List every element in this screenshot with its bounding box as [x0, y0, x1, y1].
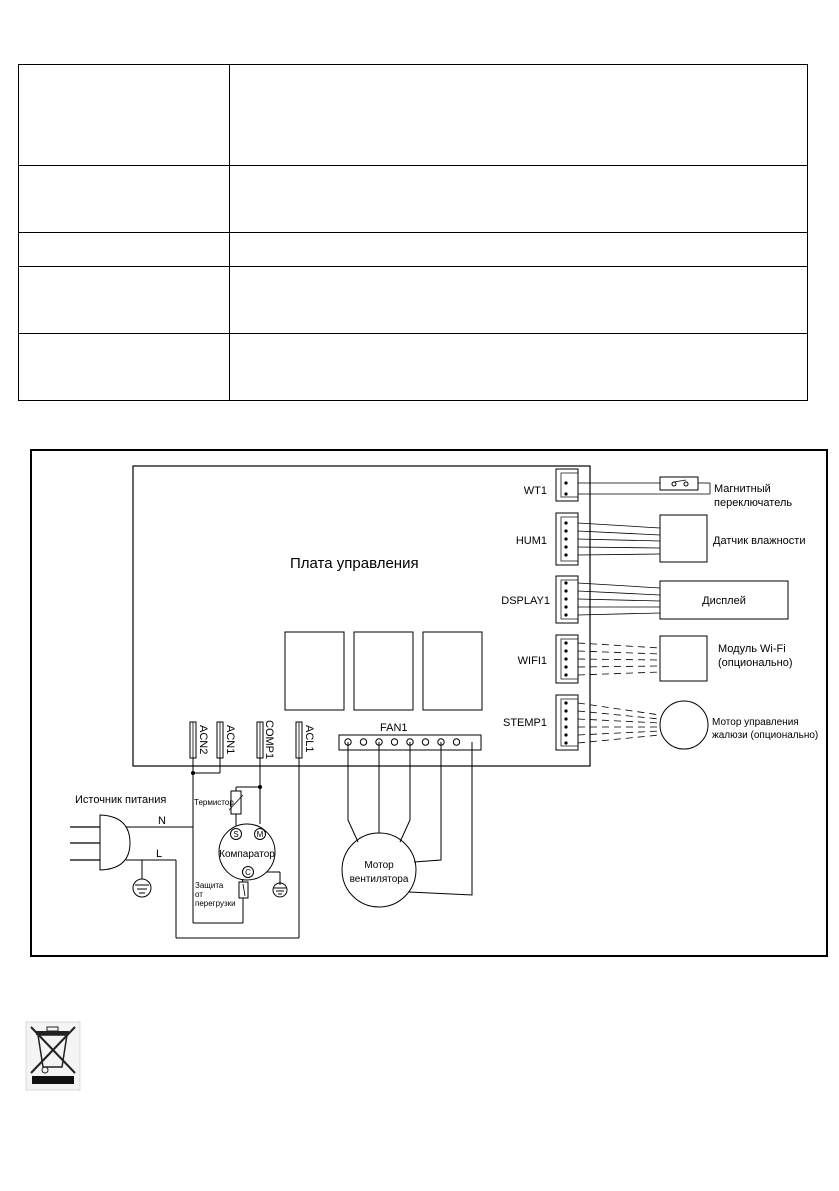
connector-pin — [564, 657, 568, 661]
table-cell — [18, 333, 230, 401]
connector-pin — [564, 613, 568, 617]
humidity-sensor-label: Датчик влажности — [713, 535, 805, 547]
connector-label-comp1: COMP1 — [263, 720, 275, 759]
connector-label-fan1: FAN1 — [380, 722, 408, 734]
overload-label: Защита — [195, 881, 224, 890]
connector-pin — [564, 553, 568, 557]
crossed-bin-icon — [25, 1021, 81, 1091]
connector-wt1 — [555, 468, 579, 502]
fan-pin — [359, 738, 368, 746]
connector-pin — [564, 673, 568, 677]
fan-motor-label: вентилятора — [350, 874, 409, 885]
connector-label-acn2: ACN2 — [197, 725, 209, 754]
connector-pin — [564, 733, 568, 737]
louver-motor — [659, 700, 709, 750]
display-label: Дисплей — [702, 595, 746, 607]
connector-pin — [564, 589, 568, 593]
table-cell — [18, 64, 230, 166]
fan-motor-label: Мотор — [364, 860, 394, 871]
ground-icon — [126, 859, 152, 898]
connector-pin — [564, 492, 568, 496]
connector-pin — [564, 529, 568, 533]
relay — [353, 631, 414, 711]
louver-motor-label: жалюзи (опционально) — [712, 730, 818, 741]
connector-pin — [564, 605, 568, 609]
connector-pin — [564, 725, 568, 729]
compressor-label: Компаратор — [219, 849, 275, 860]
connector-pin — [564, 521, 568, 525]
magnetic-switch — [659, 476, 699, 491]
connector-pin — [564, 717, 568, 721]
neutral-label: N — [158, 815, 166, 827]
table-cell — [229, 333, 808, 401]
connector-label-dsplay1: DSPLAY1 — [501, 595, 550, 607]
terminal-c-label: C — [245, 868, 251, 877]
connector-pin — [564, 597, 568, 601]
spec-table — [18, 64, 808, 401]
relay — [422, 631, 483, 711]
terminal-c — [242, 866, 254, 878]
control-board — [132, 465, 591, 767]
terminal-s-label: S — [233, 830, 238, 839]
wifi-module-label: (опционально) — [718, 657, 793, 669]
connector-label-hum1: HUM1 — [516, 535, 547, 547]
connector-pin — [564, 545, 568, 549]
overload-label: от — [195, 890, 203, 899]
humidity-sensor — [659, 514, 708, 563]
fan-pin — [421, 738, 430, 746]
connector-pin — [564, 537, 568, 541]
relay — [284, 631, 345, 711]
ground-icon — [272, 882, 288, 898]
magnetic-switch-label: переключатель — [714, 497, 792, 509]
power-source-label: Источник питания — [75, 794, 166, 806]
connector-label-stemp1: STEMP1 — [503, 717, 547, 729]
terminal-m — [254, 828, 266, 840]
fan-pin — [390, 738, 399, 746]
wifi-module-label: Модуль Wi-Fi — [718, 643, 786, 655]
terminal-s — [230, 828, 242, 840]
connector-pin — [564, 581, 568, 585]
table-cell — [18, 165, 230, 233]
magnetic-switch-label: Магнитный — [714, 483, 771, 495]
display-device — [659, 580, 789, 620]
overload-protector — [238, 881, 249, 899]
diagram-frame — [30, 449, 828, 957]
connector-label-acl1: ACL1 — [303, 725, 315, 753]
thermistor-label: Термистор — [194, 798, 234, 807]
connector-pin — [564, 665, 568, 669]
table-cell — [229, 232, 808, 267]
table-cell — [229, 266, 808, 334]
connector-label-wifi1: WIFI1 — [518, 655, 547, 667]
connector-pin — [564, 641, 568, 645]
wifi-module — [659, 635, 708, 682]
table-cell — [18, 266, 230, 334]
power-plug — [99, 814, 131, 871]
line-label: L — [156, 848, 162, 860]
connector-label-wt1: WT1 — [524, 485, 547, 497]
connector-pin — [564, 741, 568, 745]
terminal-m-label: M — [257, 830, 264, 839]
connector-pin — [564, 481, 568, 485]
fan-pin — [452, 738, 461, 746]
louver-motor-label: Мотор управления — [712, 717, 799, 728]
overload-label: перегрузки — [195, 899, 236, 908]
board-label: Плата управления — [290, 555, 419, 572]
connector-label-acn1: ACN1 — [224, 725, 236, 754]
connector-pin — [564, 649, 568, 653]
connector-pin — [564, 709, 568, 713]
connector-pin — [564, 701, 568, 705]
